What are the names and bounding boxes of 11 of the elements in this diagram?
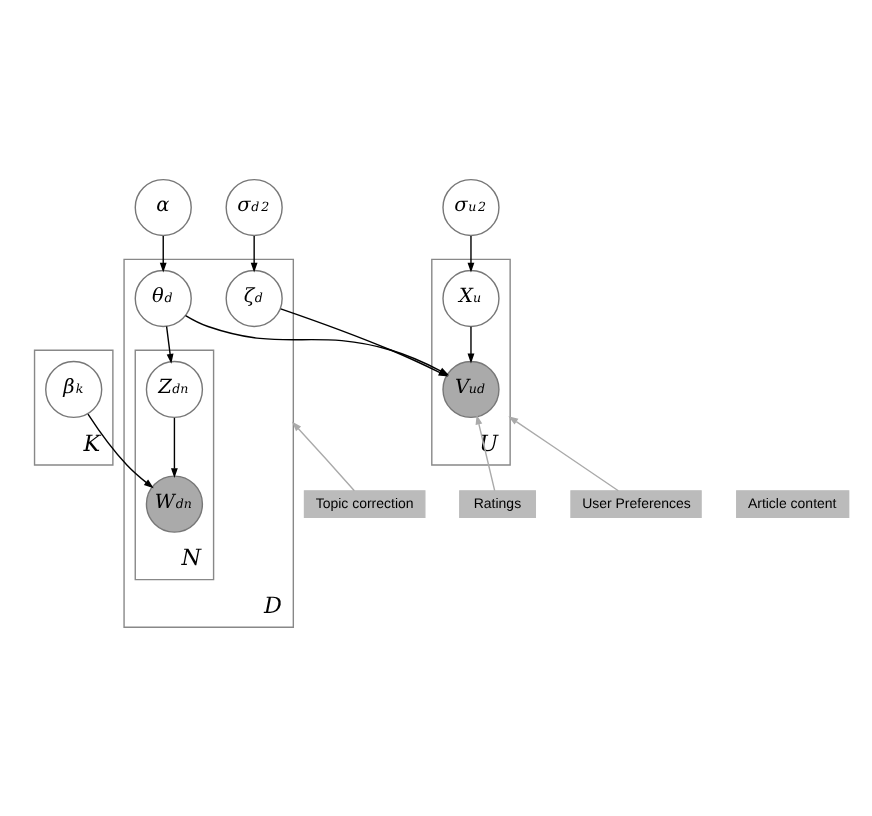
arrow [508,415,620,491]
arrow [87,412,154,488]
arrow [291,420,356,491]
arrow [467,325,475,363]
arrow [250,234,258,272]
arrow [165,324,174,363]
arrow [467,234,475,272]
node-circle: α [134,177,192,236]
arrow [159,234,167,272]
arrow [171,416,178,477]
arrow [475,413,496,491]
